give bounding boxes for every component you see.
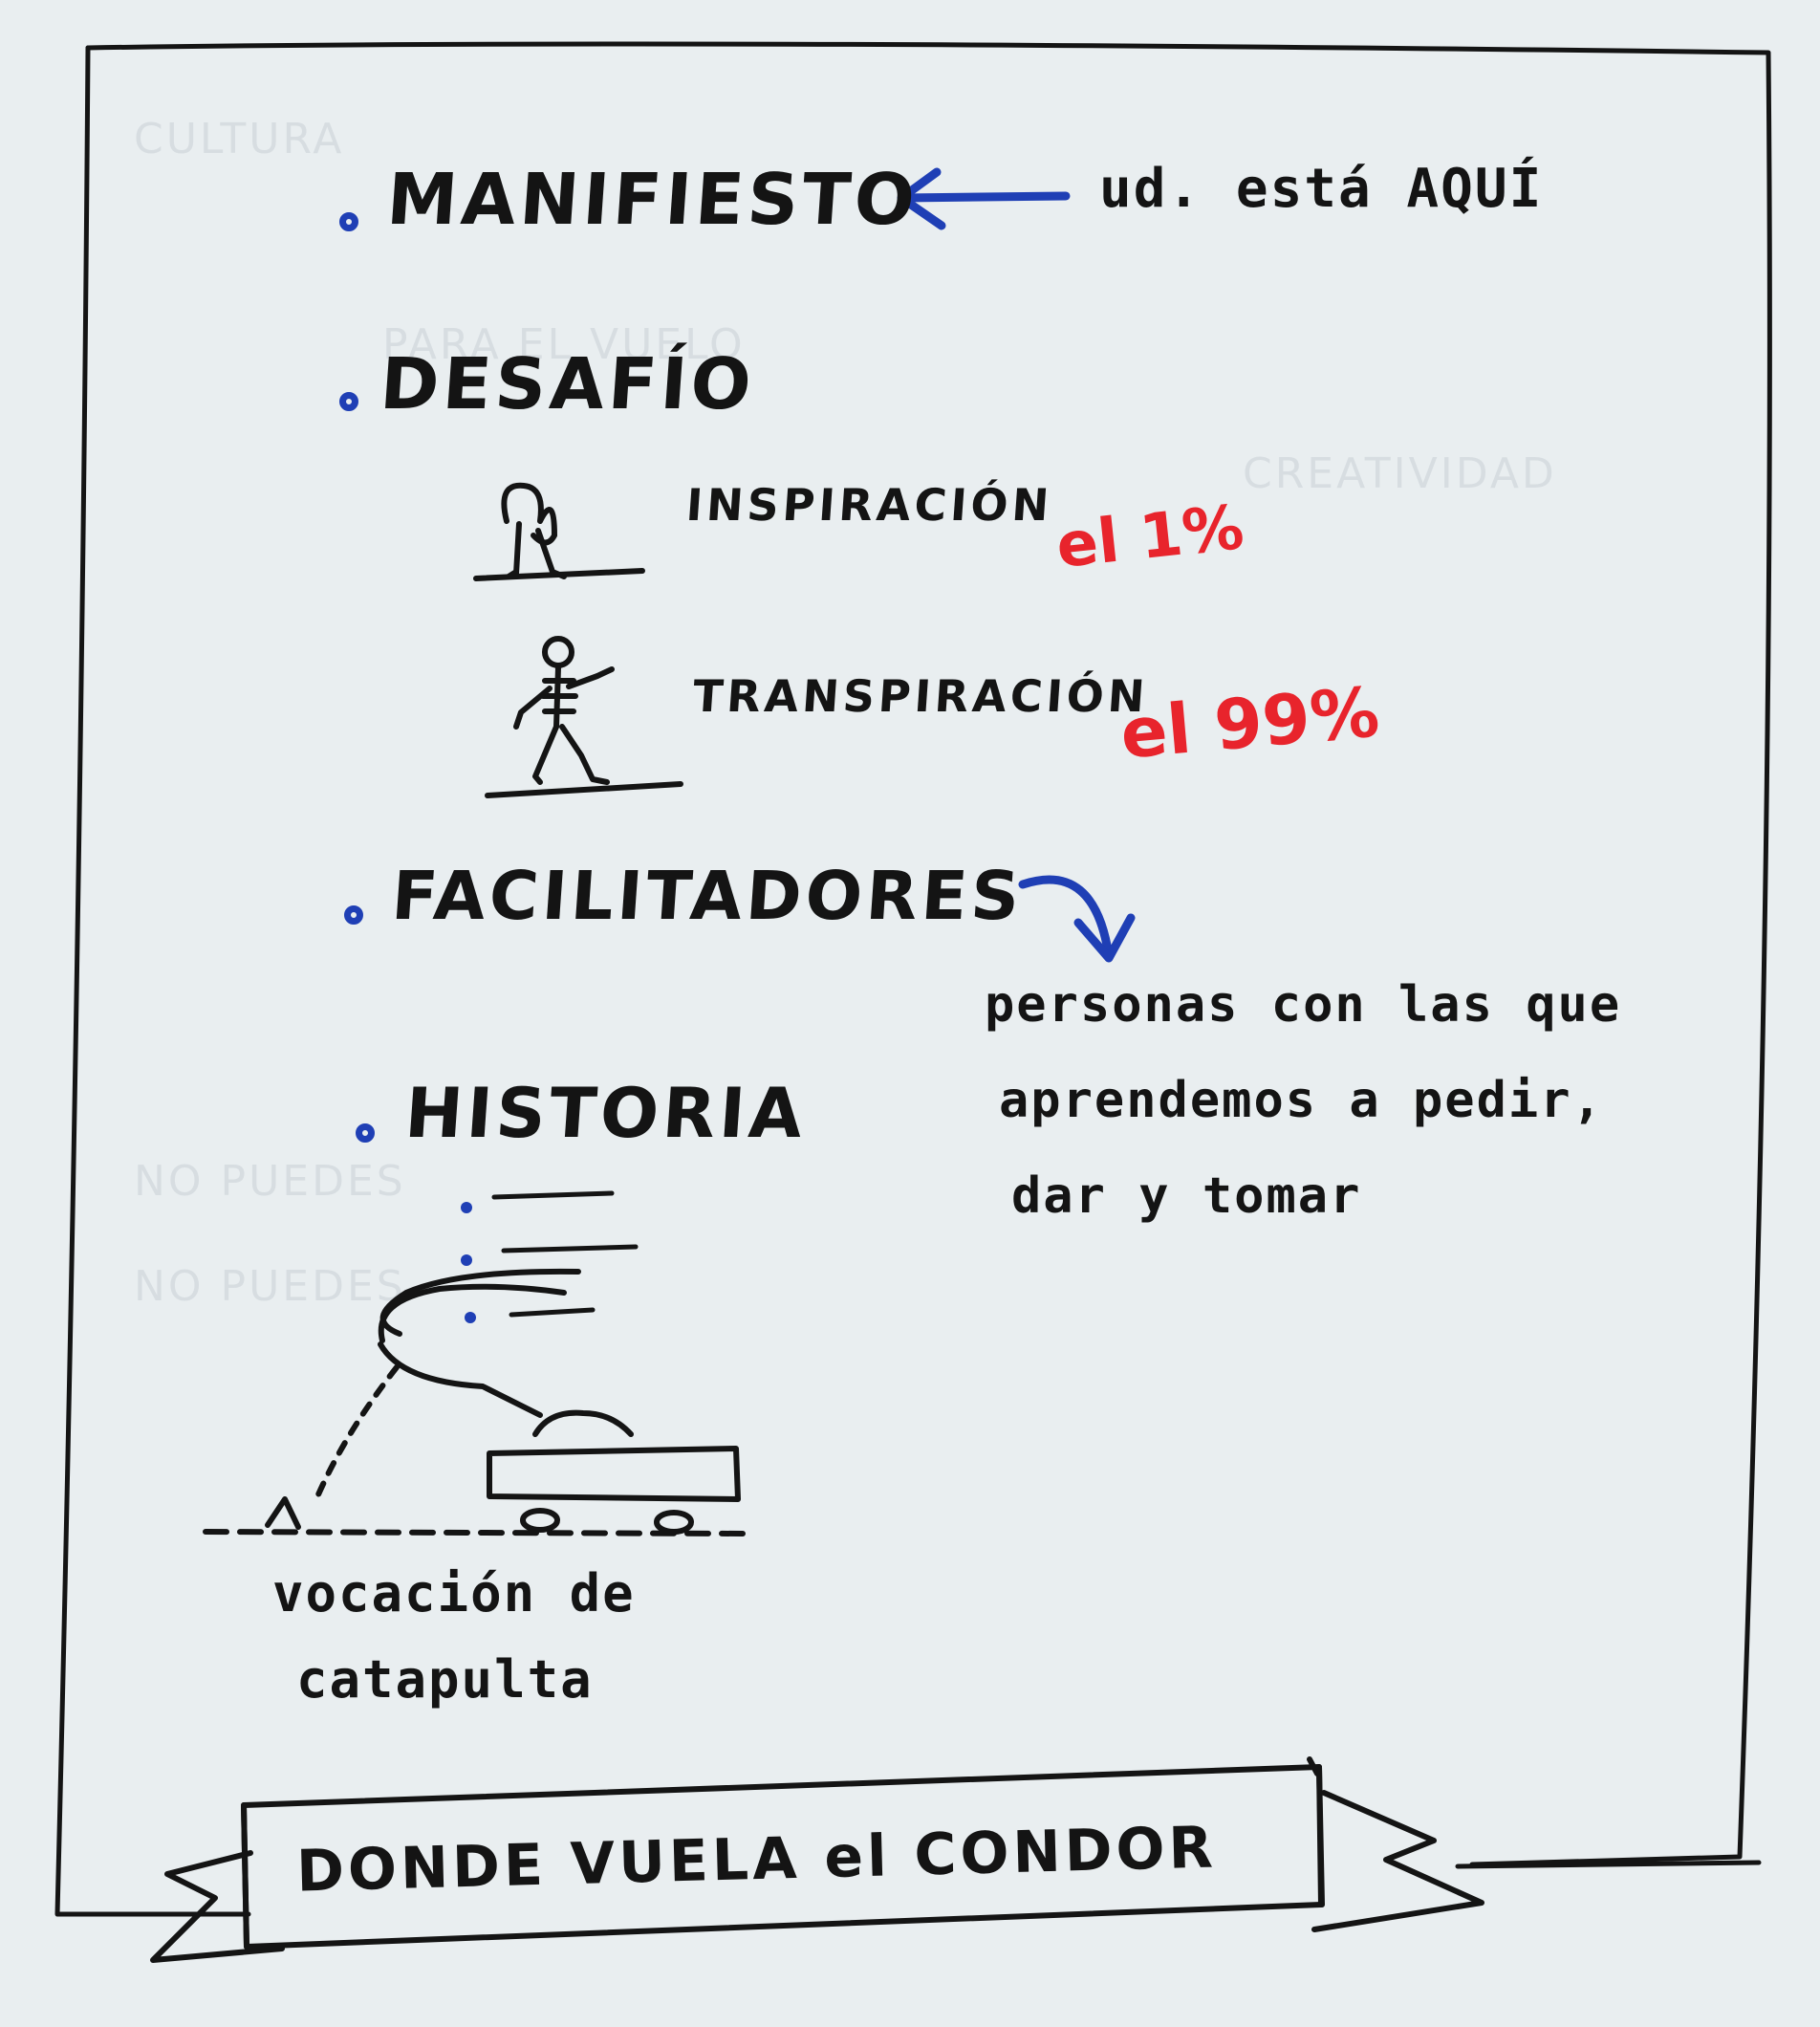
section-heading-desafio: DESAFÍO — [377, 343, 758, 425]
inspiracion-percent: el 1% — [1052, 491, 1247, 583]
historia-caption-line: vocación de — [272, 1563, 636, 1624]
section-bullet — [356, 1123, 375, 1143]
bleed-through-text: CULTURA — [134, 115, 345, 163]
section-heading-historia: HISTORIA — [402, 1073, 810, 1153]
inspiracion-label: INSPIRACIÓN — [684, 479, 1054, 531]
transpiracion-percent: el 99% — [1116, 671, 1383, 774]
history-sub-bullet — [461, 1254, 472, 1266]
facilitadores-note-line: aprendemos a pedir, — [999, 1072, 1604, 1129]
transpiracion-label: TRANSPIRACIÓN — [691, 670, 1151, 722]
historia-caption-line: catapulta — [296, 1649, 594, 1710]
frame-border — [54, 45, 251, 1917]
bleed-through-text: NO PUEDES — [134, 1262, 406, 1311]
banner-ribbon-icon — [150, 1756, 1484, 1963]
bleed-through-text: NO PUEDES — [134, 1157, 406, 1206]
bleed-through-text: PARA EL VUELO — [382, 320, 746, 369]
section-heading-manifiesto: MANIFIESTO — [383, 159, 921, 241]
thinking-figure-icon — [473, 482, 645, 581]
section-heading-facilitadores: FACILITADORES — [389, 857, 1027, 935]
section-bullet — [339, 392, 358, 411]
history-sub-bullet — [465, 1312, 476, 1323]
frame-border — [85, 41, 1772, 1867]
walking-figure-icon — [485, 636, 683, 798]
curved-arrow-icon — [1018, 875, 1136, 963]
section-bullet — [344, 905, 363, 925]
left-arrow-icon — [897, 167, 1071, 230]
catapult-icon — [203, 1268, 748, 1537]
history-sub-bullet — [461, 1202, 472, 1213]
section-bullet — [339, 212, 358, 231]
bleed-through-text: CREATIVIDAD — [1243, 449, 1557, 498]
history-list-lines — [491, 1190, 639, 1318]
facilitadores-note-line: dar y tomar — [1011, 1167, 1362, 1225]
facilitadores-note-line: personas con las que — [985, 976, 1622, 1034]
manifiesto-note: ud. está AQUÍ — [1099, 158, 1544, 220]
